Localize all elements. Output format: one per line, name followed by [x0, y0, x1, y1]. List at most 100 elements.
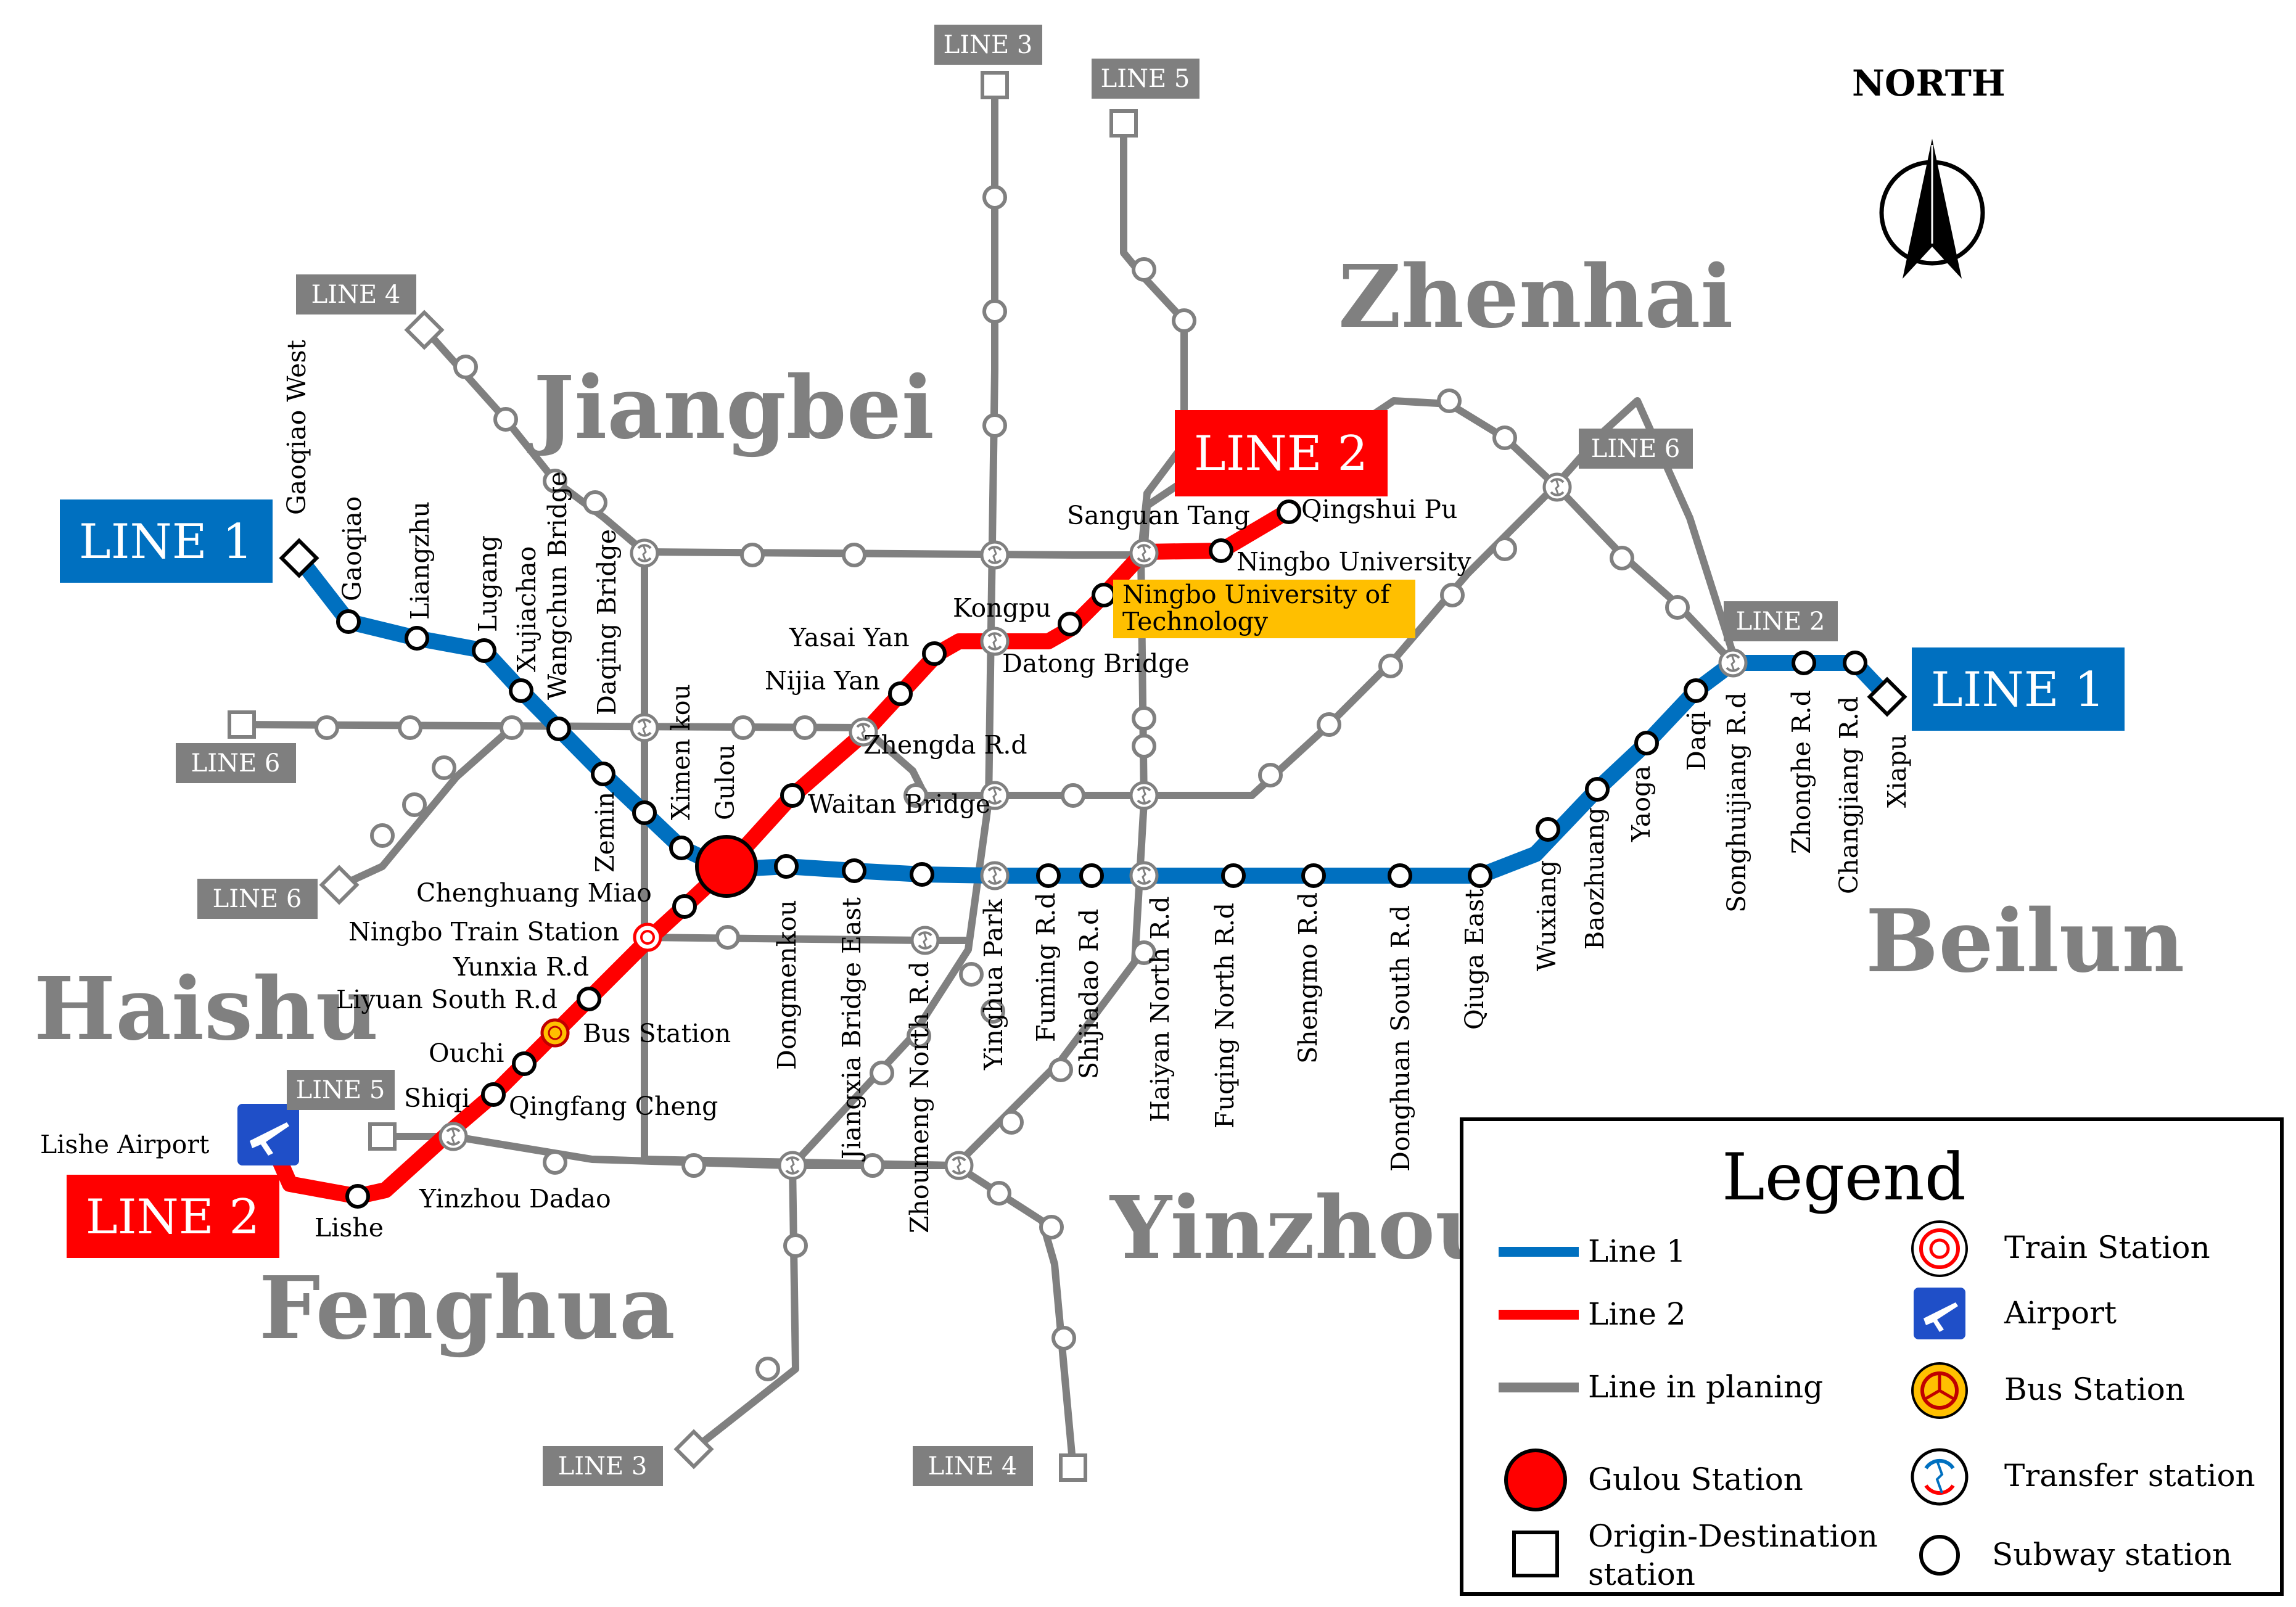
label-waitan-bridge: Waitan Bridge — [808, 789, 990, 819]
label-gaoqiao-west: Gaoqiao West — [282, 339, 311, 515]
label-zhoumeng-north-rd: Zhoumeng North R.d — [905, 961, 934, 1233]
label-yinghua-park: Yinghua Park — [979, 898, 1008, 1071]
label-gaoqiao: Gaoqiao — [337, 496, 367, 601]
tag-line6-east — [1579, 429, 1693, 469]
label-liyuan-south-rd: Liyuan South R.d — [336, 985, 558, 1014]
label-bus-station: Bus Station — [583, 1019, 731, 1048]
svg-text:LINE 1: LINE 1 — [79, 514, 253, 570]
tag-line4-south — [913, 1446, 1033, 1486]
transfer-station-icon — [982, 542, 1008, 568]
train-station-icon — [633, 923, 662, 952]
label-sanguan-tang: Sanguan Tang — [1067, 501, 1250, 530]
label-zemin: Zemin — [590, 792, 620, 873]
legend-line1: Line 1 — [1588, 1233, 1686, 1269]
label-ouchi: Ouchi — [429, 1038, 504, 1068]
legend-subway-swatch — [1919, 1535, 1960, 1576]
transfer-station-icon — [1131, 783, 1157, 808]
north-label: NORTH — [1852, 62, 2006, 104]
label-ningbo-train-station: Ningbo Train Station — [348, 917, 619, 947]
svg-text:LINE 3: LINE 3 — [944, 31, 1033, 59]
label-lishe-airport: Lishe Airport — [40, 1130, 210, 1159]
legend-od-1: Origin-Destination — [1588, 1518, 1878, 1554]
svg-text:LINE 1: LINE 1 — [1931, 662, 2105, 718]
label-kongpu: Kongpu — [953, 593, 1051, 623]
transfer-station-icon — [1720, 650, 1746, 676]
district-yinzhou: Yinzhou — [1109, 1178, 1498, 1279]
legend-bus: Bus Station — [2004, 1371, 2185, 1407]
transfer-station-icon — [780, 1153, 805, 1178]
label-xujiachao: Xujiachao — [512, 546, 541, 672]
svg-text:LINE 4: LINE 4 — [311, 281, 401, 309]
legend-bus-icon — [1911, 1362, 1968, 1419]
transfer-station-icon — [1131, 863, 1157, 889]
label-liangzhu: Liangzhu — [405, 501, 435, 620]
legend-od-swatch — [1512, 1531, 1559, 1577]
line3-track — [690, 81, 998, 1453]
district-beilun: Beilun — [1866, 891, 2184, 992]
label-yaoga: Yaoga — [1626, 765, 1656, 842]
svg-text:LINE 5: LINE 5 — [1101, 65, 1190, 93]
label-chenghuang-miao: Chenghuang Miao — [416, 878, 652, 908]
label-fuqing-north-rd: Fuqing North R.d — [1210, 903, 1240, 1128]
district-labels: Zhenhai Jiangbei Haishu Beilun Yinzhou F… — [34, 247, 2184, 1359]
transfer-station-icon — [912, 927, 938, 953]
transfer-station-icon — [632, 540, 657, 566]
legend: Legend Line 1 Line 2 Line in planing Gul… — [1460, 1117, 2284, 1596]
od-planned — [228, 71, 1138, 1482]
north-east-line — [641, 548, 1148, 559]
legend-subway: Subway station — [1992, 1537, 2232, 1572]
transfer-station-icon — [946, 1153, 972, 1178]
label-lugang: Lugang — [473, 535, 503, 632]
airport-icon — [237, 1104, 299, 1165]
svg-text:LINE 3: LINE 3 — [558, 1452, 648, 1481]
transfer-station-icon — [632, 715, 657, 741]
legend-airport: Airport — [2004, 1295, 2117, 1331]
tag-line4-north — [296, 274, 416, 314]
label-shengmo-rd: Shengmo R.d — [1293, 892, 1323, 1064]
tag-line1-east — [1912, 647, 2125, 731]
label-baozhuang: Baozhuang — [1580, 807, 1610, 950]
svg-text:LINE 6: LINE 6 — [1591, 435, 1681, 463]
label-donghuan-south-rd: Donghuan South R.d — [1386, 905, 1415, 1172]
legend-box — [1460, 1117, 2284, 1596]
label-haiyan-north-rd: Haiyan North R.d — [1145, 896, 1175, 1122]
tag-line1-west — [60, 499, 273, 583]
tag-line2-south — [67, 1175, 279, 1258]
bus-station-icon — [540, 1018, 570, 1048]
tag-line5-south — [287, 1070, 395, 1110]
label-yasai-yan: Yasai Yan — [789, 623, 910, 652]
label-ximen-kou: Ximen kou — [666, 684, 696, 820]
label-qingshui-pu: Qingshui Pu — [1301, 495, 1457, 524]
district-fenghua: Fenghua — [259, 1258, 675, 1359]
svg-text:LINE 6: LINE 6 — [213, 885, 302, 913]
label-xiapu: Xiapu — [1882, 734, 1912, 808]
station-labels-vertical: Gaoqiao West Gaoqiao Liangzhu Lugang Xuj… — [282, 339, 1912, 1233]
label-yinzhou-dadao: Yinzhou Dadao — [419, 1184, 611, 1214]
tag-line6-southwest — [197, 879, 318, 919]
label-songhuijiang-rd: Songhuijiang R.d — [1722, 693, 1751, 913]
label-shijiadao-rd: Shijiadao R.d — [1074, 909, 1104, 1079]
district-zhenhai: Zhenhai — [1338, 247, 1734, 348]
label-shiqi: Shiqi — [404, 1083, 470, 1113]
label-ningbo-univ-tech-2: Technology — [1122, 607, 1269, 636]
planned-stations — [315, 185, 1690, 1381]
tag-line2-north — [1175, 410, 1388, 496]
label-changjiang-rd: Changjiang R.d — [1834, 696, 1864, 894]
svg-text:LINE 2: LINE 2 — [86, 1190, 260, 1245]
highlight-box — [1113, 580, 1415, 638]
transfer-station-icon — [982, 863, 1008, 889]
od-line1 — [279, 538, 1907, 717]
tag-line2-small-east — [1724, 601, 1838, 641]
legend-train-icon — [1911, 1220, 1968, 1277]
label-zhengda-rd: Zhengda R.d — [863, 730, 1027, 760]
tag-line3-north — [934, 25, 1042, 65]
svg-text:LINE 4: LINE 4 — [928, 1452, 1018, 1481]
label-fuming-rd: Fuming R.d — [1031, 892, 1061, 1042]
label-lishe: Lishe — [315, 1213, 384, 1243]
label-gulou: Gulou — [710, 744, 740, 820]
label-zhonghe-rd: Zhonghe R.d — [1787, 690, 1816, 854]
legend-title: Legend — [1722, 1140, 1966, 1215]
subway-stations — [336, 499, 1867, 1209]
label-wuxiang: Wuxiang — [1532, 860, 1562, 971]
tag-line6-west — [176, 743, 296, 783]
